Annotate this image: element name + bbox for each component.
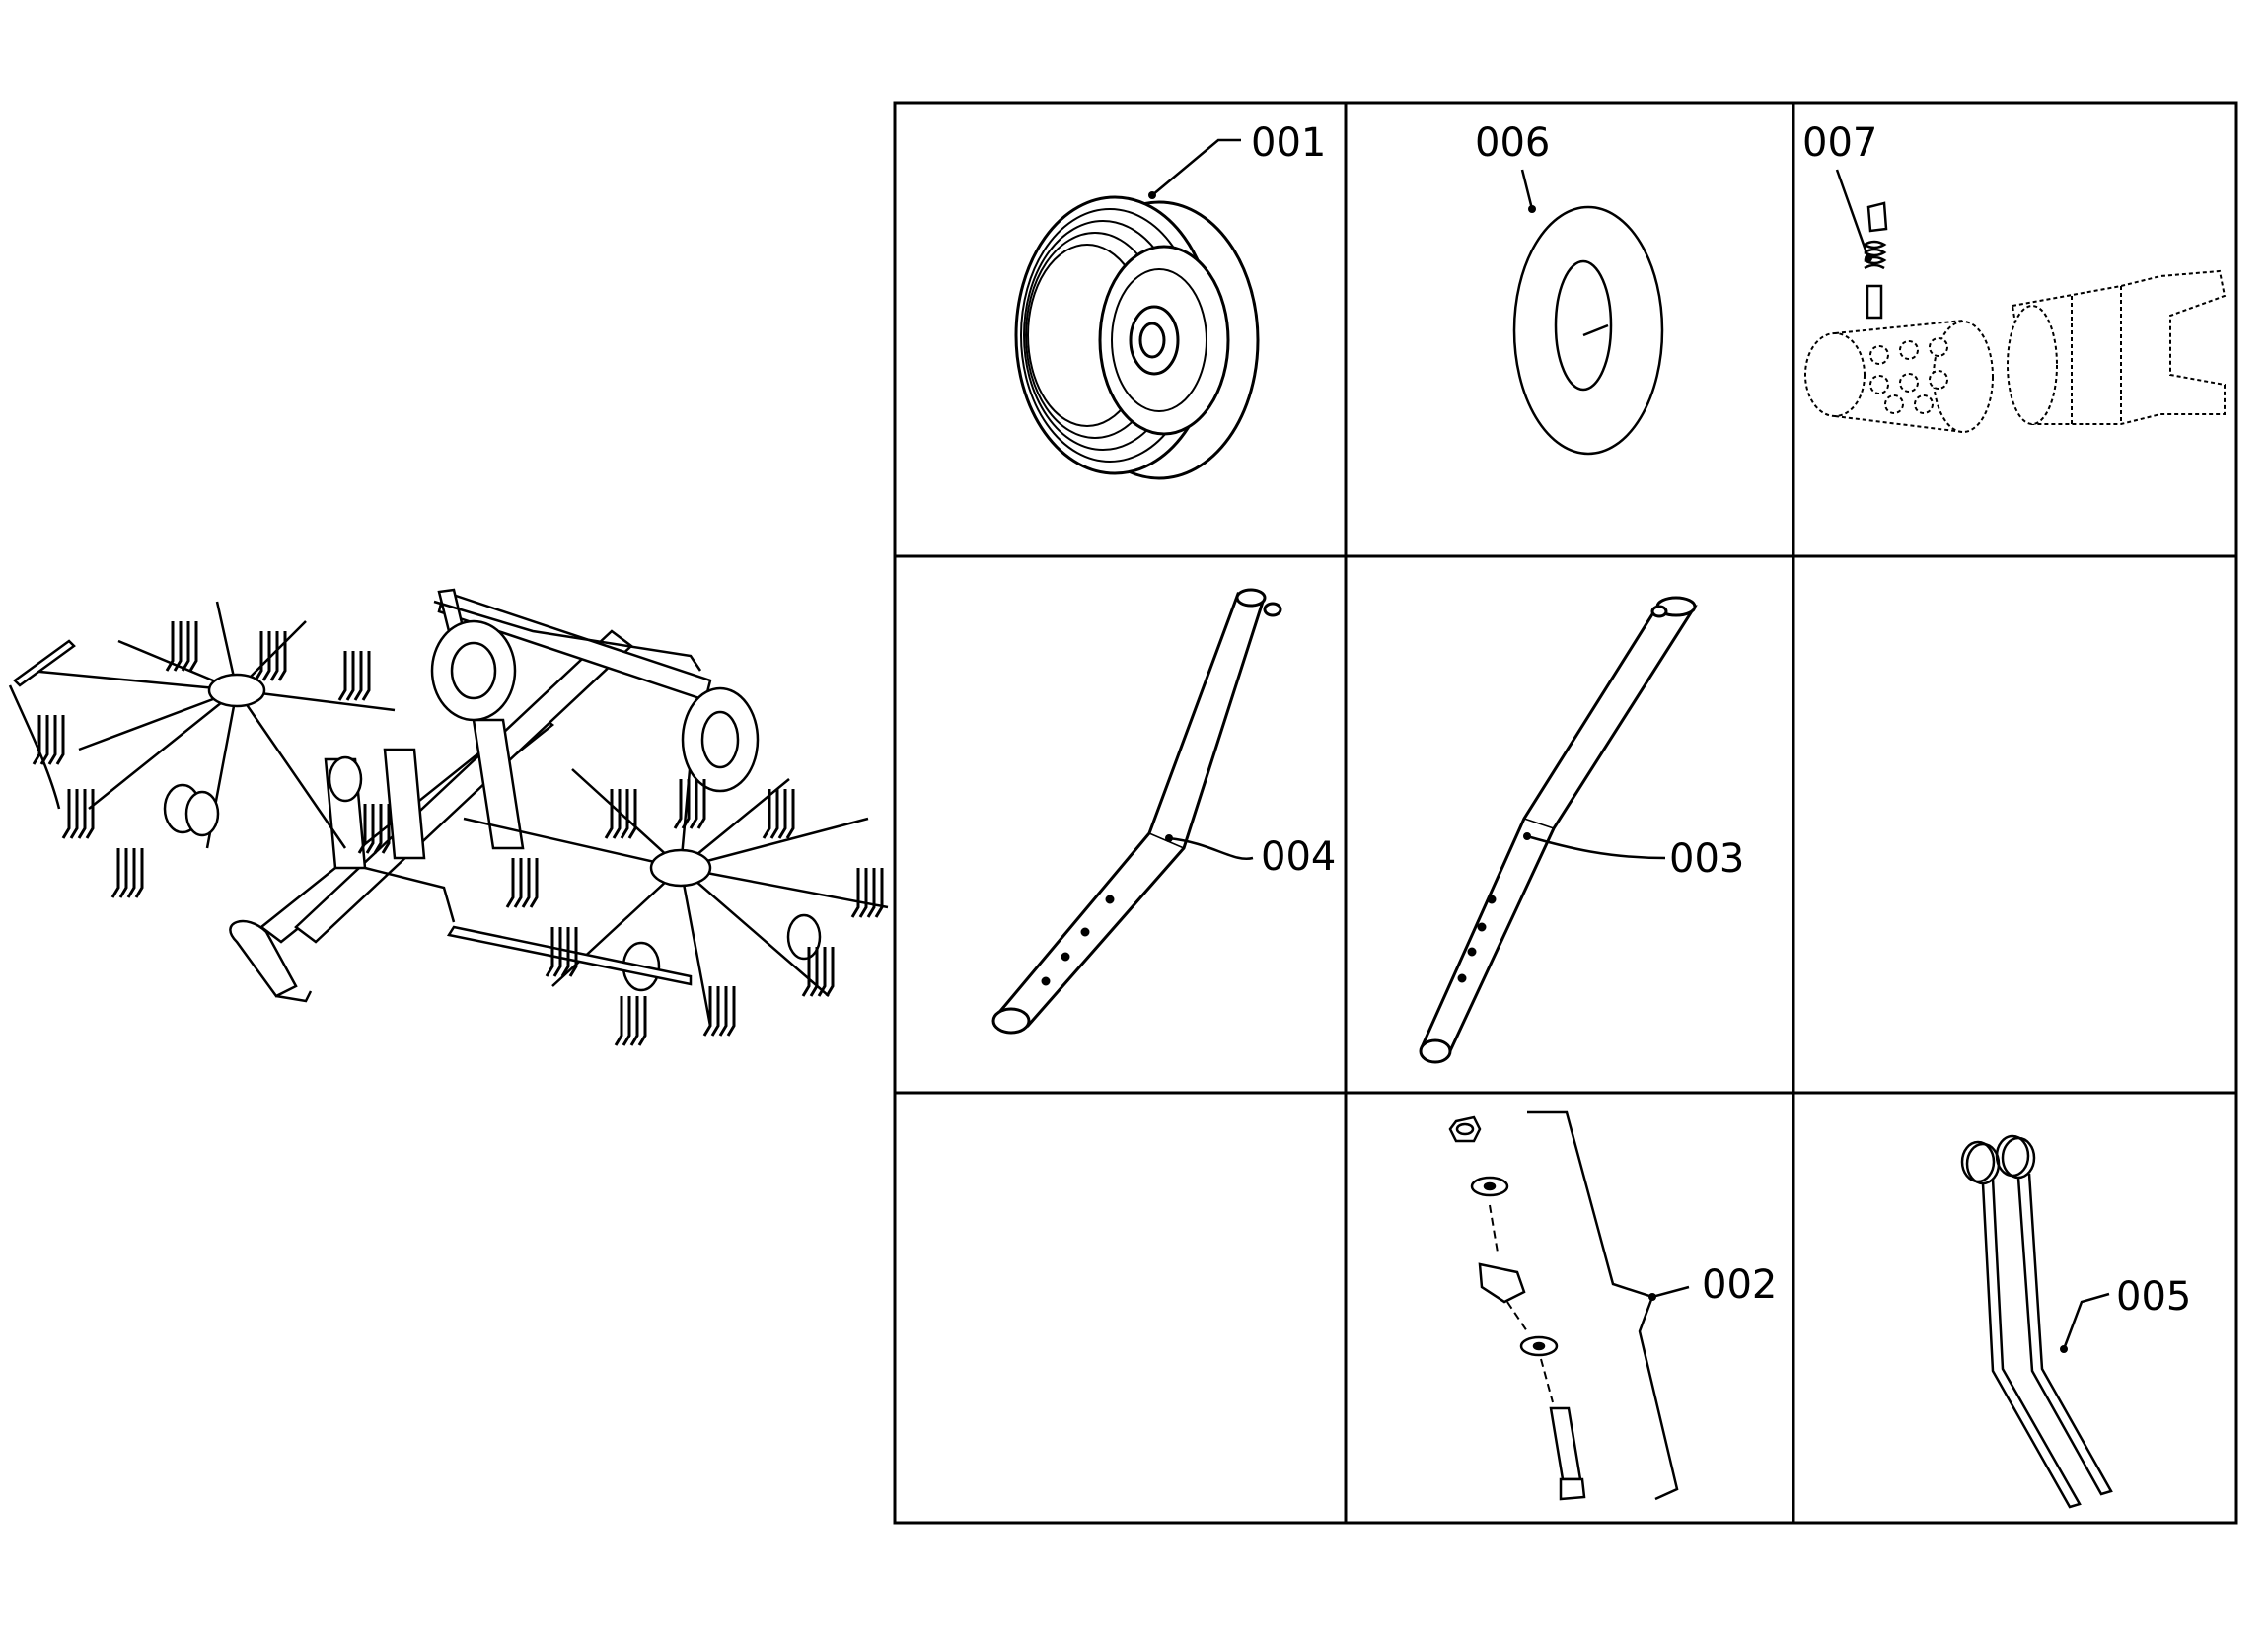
pto-pin-spring xyxy=(1864,201,1888,320)
label-002: 002 xyxy=(1702,1262,1777,1308)
tine-arm-left-icon xyxy=(991,588,1282,1035)
parts-grid xyxy=(893,101,2238,1525)
label-007: 007 xyxy=(1802,120,1877,166)
label-001: 001 xyxy=(1251,120,1326,166)
machine-overview-illustration xyxy=(8,588,889,1027)
bolt-kit-icon xyxy=(1448,1115,1586,1501)
callout-002: 002 xyxy=(1527,1110,1777,1501)
callout-003: 003 xyxy=(1523,832,1744,882)
tine-arm-right-icon xyxy=(1419,596,1698,1064)
label-004: 004 xyxy=(1261,834,1336,880)
label-006: 006 xyxy=(1475,120,1550,166)
callout-006: 006 xyxy=(1475,120,1550,213)
pto-shaft-icon xyxy=(1804,269,2227,433)
label-005: 005 xyxy=(2116,1274,2191,1320)
inner-tube-icon xyxy=(1512,205,1664,456)
label-003: 003 xyxy=(1669,836,1744,882)
callout-004: 004 xyxy=(1165,834,1336,880)
callout-005: 005 xyxy=(2060,1274,2191,1353)
callout-007: 007 xyxy=(1802,120,1877,262)
wheel-icon xyxy=(1014,195,1260,480)
spring-tine-icon xyxy=(1960,1134,2113,1509)
callout-001: 001 xyxy=(1148,120,1326,199)
